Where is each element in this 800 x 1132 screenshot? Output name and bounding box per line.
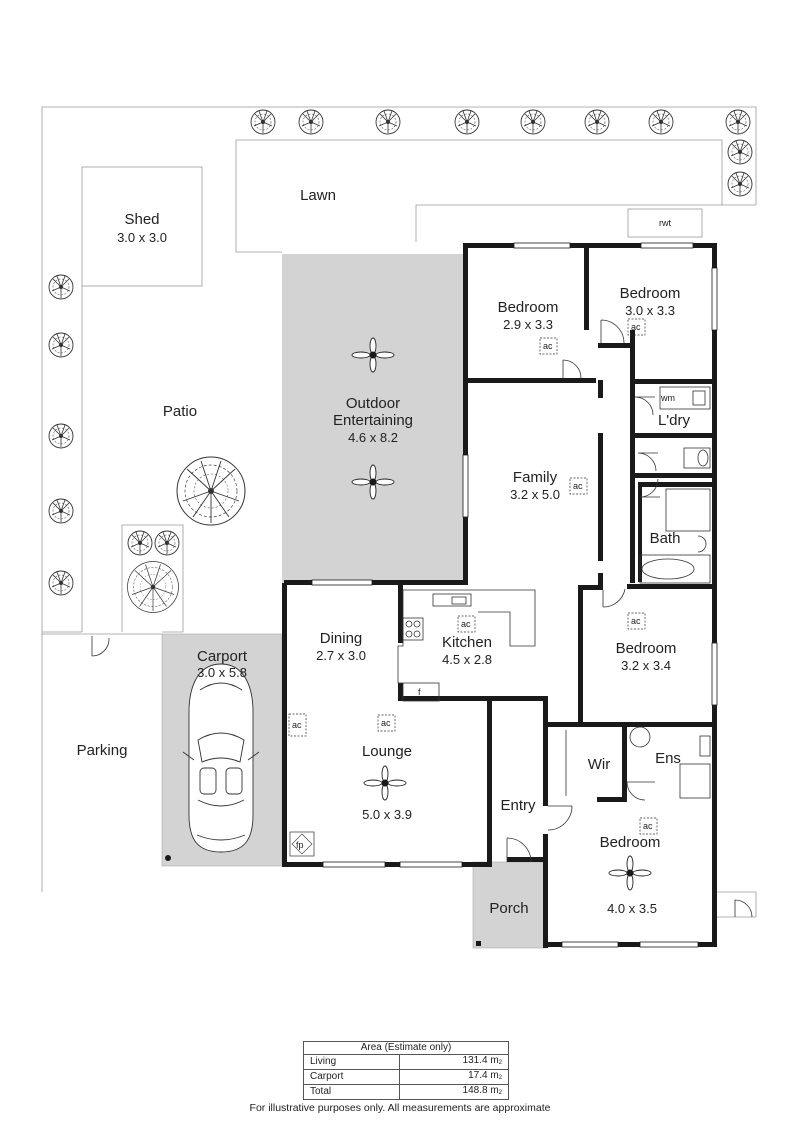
lounge-label: Lounge — [362, 743, 412, 760]
ac-label: ac — [631, 322, 641, 332]
entry-label: Entry — [500, 797, 536, 814]
bedroom-3-dims: 3.0 x 3.3 — [625, 303, 675, 318]
ac-label: ac — [461, 619, 471, 629]
wet-area-fittings — [565, 386, 711, 799]
lounge-dims: 5.0 x 3.9 — [362, 807, 412, 822]
shed-label: Shed — [124, 211, 159, 228]
area-value: 131.4 m2 — [399, 1054, 509, 1070]
wir-label: Wir — [588, 756, 611, 773]
kitchen-bench — [397, 589, 536, 702]
car-icon — [182, 663, 260, 853]
dining-dims: 2.7 x 3.0 — [316, 648, 366, 663]
laundry-label: L'dry — [658, 412, 691, 429]
ac-label: ac — [643, 821, 653, 831]
master-bedroom-dims: 4.0 x 3.5 — [607, 901, 657, 916]
rainwater-tank — [627, 208, 703, 238]
family-label: Family — [513, 469, 558, 486]
entertaining-label: Entertaining — [333, 412, 413, 429]
ac-label: ac — [292, 720, 302, 730]
windows — [311, 242, 718, 948]
ceiling-fan-icon — [608, 855, 652, 891]
family-dims: 3.2 x 5.0 — [510, 487, 560, 502]
fireplace — [289, 831, 315, 857]
ac-label: ac — [573, 481, 583, 491]
outdoor-dims: 4.6 x 8.2 — [348, 430, 398, 445]
ac-label: ac — [381, 718, 391, 728]
area-value: 17.4 m2 — [399, 1069, 509, 1085]
bath-label: Bath — [650, 530, 681, 547]
bedroom-2-label: Bedroom — [498, 299, 559, 316]
table-row: Carport 17.4 m2 — [302, 1069, 509, 1085]
porch-label: Porch — [489, 900, 528, 917]
rwt-label: rwt — [659, 218, 671, 228]
porch-area — [472, 861, 547, 949]
area-label: Living — [302, 1054, 401, 1070]
area-label: Total — [302, 1084, 401, 1100]
patio-label: Patio — [163, 403, 197, 420]
table-row: Total 148.8 m2 — [302, 1084, 509, 1100]
fridge-label: f — [418, 687, 421, 697]
bedroom-4-label: Bedroom — [616, 640, 677, 657]
large-tree-icon — [176, 456, 246, 526]
area-value: 148.8 m2 — [399, 1084, 509, 1100]
outdoor-label: Outdoor — [346, 395, 400, 412]
bedroom-4-dims: 3.2 x 3.4 — [621, 658, 671, 673]
outdoor-entertaining-area — [282, 254, 465, 583]
ceiling-fan-icon — [363, 765, 407, 801]
area-label: Carport — [302, 1069, 401, 1085]
lawn-label: Lawn — [300, 187, 336, 204]
kitchen-dims: 4.5 x 2.8 — [442, 652, 492, 667]
ensuite-label: Ens — [655, 750, 681, 767]
carport-dims: 3.0 x 5.8 — [197, 665, 247, 680]
carport-label: Carport — [197, 648, 248, 665]
washing-machine-label: wm — [660, 393, 675, 403]
fireplace-label: fp — [296, 840, 304, 850]
table-row: Living 131.4 m2 — [302, 1054, 509, 1070]
ac-markers — [288, 318, 658, 835]
parking-label: Parking — [77, 742, 128, 759]
ac-label: ac — [543, 341, 553, 351]
bedroom-3-label: Bedroom — [620, 285, 681, 302]
master-bedroom-label: Bedroom — [600, 834, 661, 851]
bedroom-2-dims: 2.9 x 3.3 — [503, 317, 553, 332]
area-table-title: Area (Estimate only) — [303, 1041, 509, 1055]
area-table: Area (Estimate only) Living 131.4 m2 Car… — [302, 1041, 509, 1100]
doors — [91, 319, 753, 918]
disclaimer-note: For illustrative purposes only. All meas… — [249, 1102, 551, 1114]
shed-dims: 3.0 x 3.0 — [117, 230, 167, 245]
kitchen-label: Kitchen — [442, 634, 492, 651]
shed — [81, 166, 203, 287]
ac-label: ac — [631, 616, 641, 626]
tree-icon — [127, 561, 179, 613]
dining-label: Dining — [320, 630, 363, 647]
